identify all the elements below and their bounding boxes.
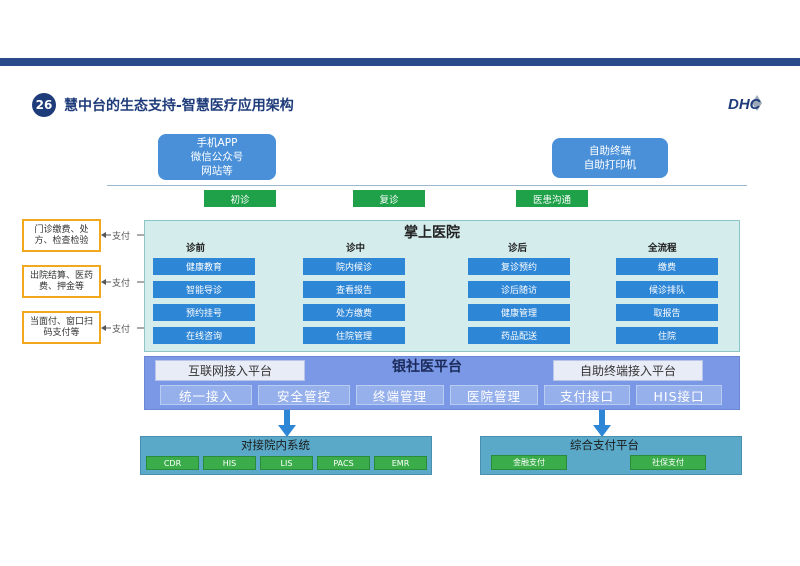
system-finance-pay: 金融支付 xyxy=(491,455,567,470)
arrow-head-3 xyxy=(101,325,106,331)
platform-unified-access: 统一接入 xyxy=(160,385,252,405)
platform-his-api: HIS接口 xyxy=(636,385,722,405)
platform-payment-api: 支付接口 xyxy=(544,385,630,405)
channel-mobile-line-2: 微信公众号 xyxy=(190,151,244,163)
side-box-discharge: 出院结算、医药费、押金等 xyxy=(22,265,101,298)
service-prescription-pay: 处方缴费 xyxy=(303,304,405,321)
service-health-education: 健康教育 xyxy=(153,258,255,275)
arrow-label-3: 支付 xyxy=(112,325,131,335)
internet-access-platform: 互联网接入平台 xyxy=(155,360,305,381)
down-arrow-left xyxy=(278,410,296,437)
mobile-hospital-title: 掌上医院 xyxy=(404,225,460,241)
payment-platform-title: 综合支付平台 xyxy=(570,438,639,452)
platform-title: 银社医平台 xyxy=(392,359,462,375)
side-arrows xyxy=(101,232,145,331)
channel-mobile-line-1: 手机APP xyxy=(196,137,238,149)
channel-kiosk-line-2: 自助打印机 xyxy=(583,159,637,171)
service-payment: 缴费 xyxy=(616,258,718,275)
channel-mobile-line-3: 网站等 xyxy=(201,165,233,177)
system-his: HIS xyxy=(203,456,256,470)
stage-tag-communication: 医患沟通 xyxy=(516,190,588,207)
service-health-mgmt: 健康管理 xyxy=(468,304,570,321)
service-hospitalization: 住院 xyxy=(616,327,718,344)
top-bar xyxy=(0,58,800,66)
service-smart-guide: 智能导诊 xyxy=(153,281,255,298)
channel-kiosk-line-1: 自助终端 xyxy=(589,145,631,157)
column-header-during: 诊中 xyxy=(346,243,366,254)
slide-number: 26 xyxy=(32,93,56,117)
divider-line xyxy=(107,185,747,186)
system-emr: EMR xyxy=(374,456,427,470)
column-header-post: 诊后 xyxy=(508,243,528,254)
platform-hospital-mgmt: 医院管理 xyxy=(450,385,538,405)
service-get-report: 取报告 xyxy=(616,304,718,321)
system-social-insurance-pay: 社保支付 xyxy=(630,455,706,470)
stage-tag-revisit: 复诊 xyxy=(353,190,425,207)
service-view-report: 查看报告 xyxy=(303,281,405,298)
side-box-face-pay: 当面付、窗口扫码支付等 xyxy=(22,311,101,344)
svg-text:DHC: DHC xyxy=(728,96,762,113)
stage-tag-first-visit: 初诊 xyxy=(204,190,276,207)
arrow-label-1: 支付 xyxy=(112,232,131,242)
side-box-outpatient: 门诊缴费、处方、检查检验 xyxy=(22,219,101,252)
service-revisit-booking: 复诊预约 xyxy=(468,258,570,275)
hospital-systems-title: 对接院内系统 xyxy=(241,438,310,452)
service-waiting: 院内候诊 xyxy=(303,258,405,275)
channel-kiosk: 自助终端 自助打印机 xyxy=(552,138,668,178)
platform-security: 安全管控 xyxy=(258,385,350,405)
arrow-head-1 xyxy=(101,232,106,238)
service-drug-delivery: 药品配送 xyxy=(468,327,570,344)
service-queue: 候诊排队 xyxy=(616,281,718,298)
slide-title: 慧中台的生态支持-智慧医疗应用架构 xyxy=(64,98,294,114)
channel-mobile: 手机APP 微信公众号 网站等 xyxy=(158,134,276,180)
system-pacs: PACS xyxy=(317,456,370,470)
service-inpatient-mgmt: 住院管理 xyxy=(303,327,405,344)
arrow-label-2: 支付 xyxy=(112,279,131,289)
service-follow-up: 诊后随访 xyxy=(468,281,570,298)
system-lis: LIS xyxy=(260,456,313,470)
kiosk-access-platform: 自助终端接入平台 xyxy=(553,360,703,381)
arrow-head-2 xyxy=(101,279,106,285)
service-appointment: 预约挂号 xyxy=(153,304,255,321)
dhc-logo: DHC xyxy=(728,95,762,113)
column-header-full: 全流程 xyxy=(648,243,677,254)
system-cdr: CDR xyxy=(146,456,199,470)
platform-terminal-mgmt: 终端管理 xyxy=(356,385,444,405)
down-arrow-right xyxy=(593,410,611,437)
column-header-pre: 诊前 xyxy=(186,243,206,254)
service-online-consult: 在线咨询 xyxy=(153,327,255,344)
